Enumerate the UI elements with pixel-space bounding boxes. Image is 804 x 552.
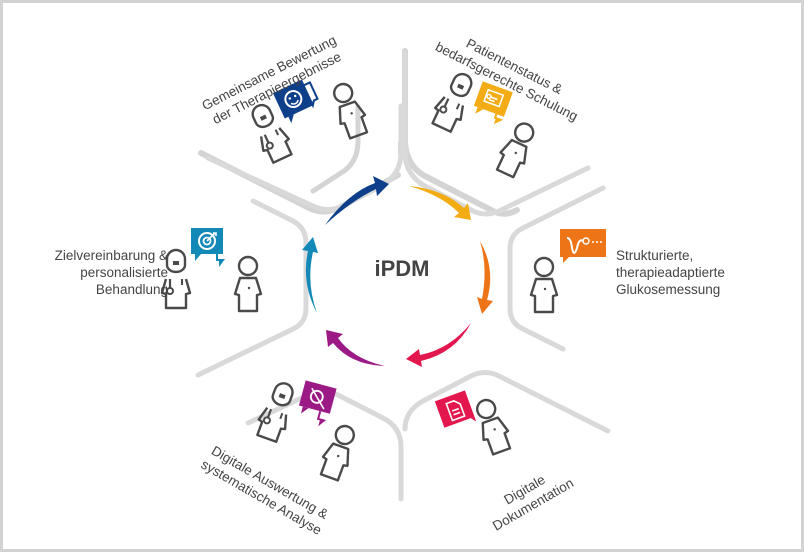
target-icon xyxy=(191,228,225,267)
arrow-blue xyxy=(325,176,389,225)
patient-icon xyxy=(492,117,541,181)
label-line: Behandlung xyxy=(95,282,168,297)
arrow-yellow xyxy=(409,186,471,220)
segment-bottom-left-icons xyxy=(252,377,362,483)
label-line: therapieadaptierte xyxy=(616,265,725,280)
label-left: Zielvereinbarung & personalisierte Behan… xyxy=(55,247,168,298)
arrow-teal xyxy=(302,237,318,313)
segment-bottom-right-icons xyxy=(434,390,515,457)
label-line: Zielvereinbarung & xyxy=(54,248,168,263)
segment-left-icons xyxy=(160,228,263,313)
segment-top-left-icons xyxy=(244,78,372,166)
patient-icon xyxy=(316,420,362,483)
document-icon xyxy=(434,390,477,428)
segment-top-right-icons xyxy=(427,67,541,181)
cycle-arrows xyxy=(302,176,493,367)
glucose-curve-icon xyxy=(560,229,606,263)
diagram-graphics xyxy=(160,48,611,502)
analysis-icon xyxy=(298,380,337,427)
presentation-icon xyxy=(473,81,513,125)
patient-icon xyxy=(469,394,515,457)
arrow-red xyxy=(406,323,471,367)
label-line: Glukosemessung xyxy=(616,282,721,297)
label-right: Strukturierte, therapieadaptierte Glukos… xyxy=(616,247,725,298)
ipdm-diagram: iPDM Gemeinsame Bewertung der Therapieer… xyxy=(3,3,801,549)
label-line: personalisierte xyxy=(80,265,168,280)
patient-icon xyxy=(529,256,559,314)
patient-icon xyxy=(326,78,372,141)
arrow-orange xyxy=(477,241,493,314)
smiley-icon xyxy=(272,79,319,124)
doctor-icon xyxy=(427,67,480,135)
label-line: Strukturierte, xyxy=(616,248,694,263)
center-title: iPDM xyxy=(374,256,430,281)
arrow-purple xyxy=(326,330,385,366)
patient-icon xyxy=(233,255,263,313)
segment-right-icons xyxy=(529,229,606,314)
